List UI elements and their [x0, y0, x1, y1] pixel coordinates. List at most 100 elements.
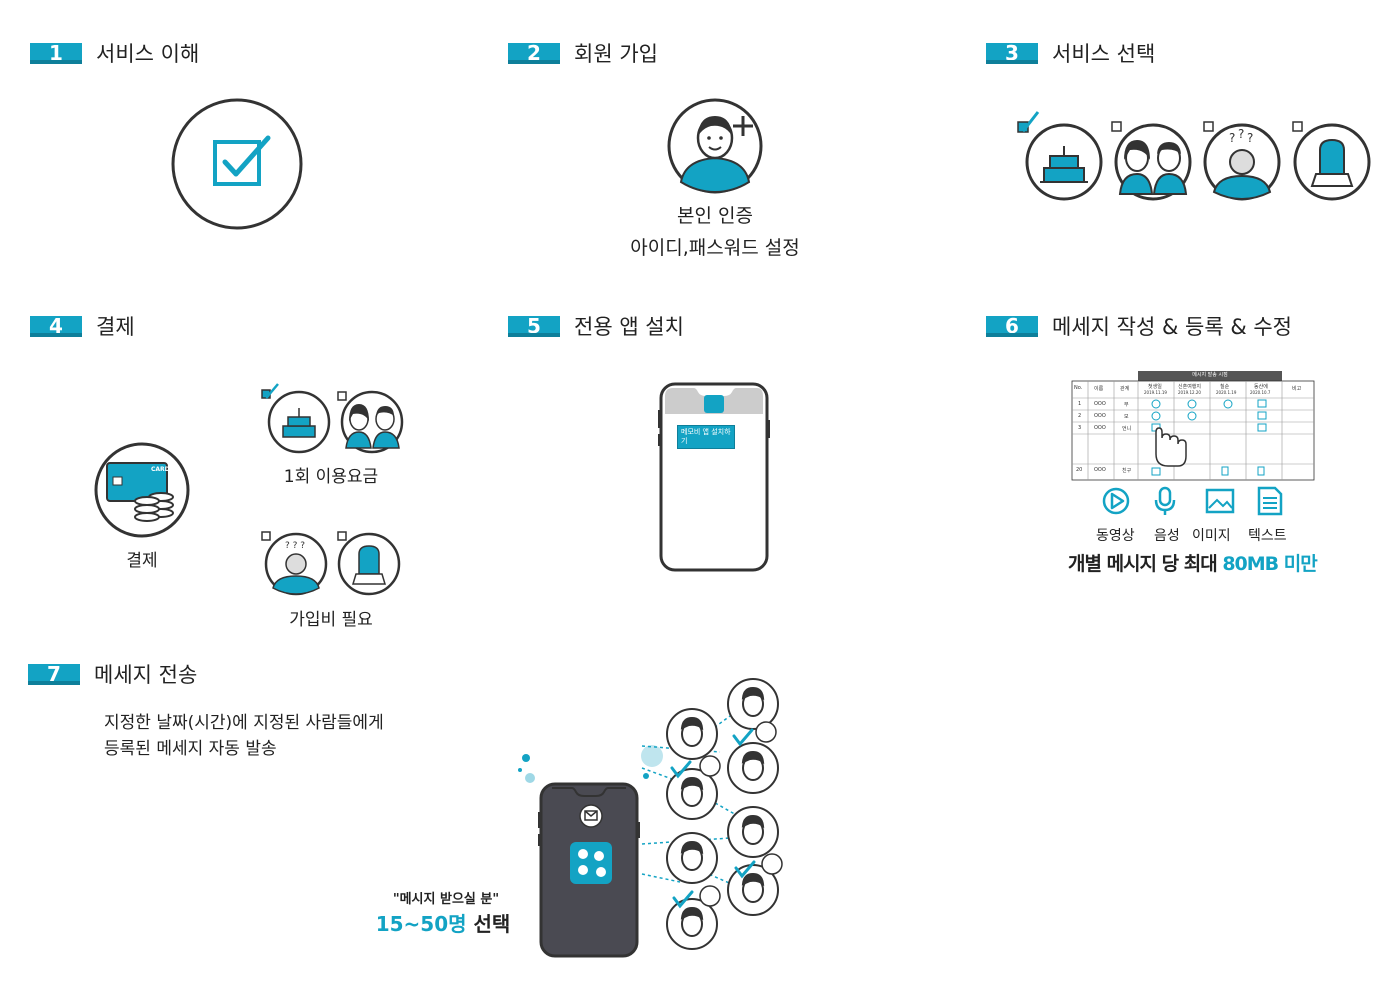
- row-rel: 부: [1124, 402, 1129, 408]
- col-header: 이름: [1094, 386, 1104, 392]
- elder-icon: ? ? ?: [264, 532, 328, 596]
- couple-icon: [1114, 123, 1192, 201]
- row-no: 2: [1078, 413, 1082, 419]
- table-title: 메시지 발송 시점: [1192, 372, 1228, 378]
- row-rel: 모: [1124, 414, 1129, 420]
- person-icon: [666, 768, 718, 820]
- row-name: OOO: [1094, 413, 1106, 419]
- video-icon: [1102, 487, 1130, 515]
- recipients-select-text: 15~50명 선택: [370, 908, 516, 937]
- step-title: 서비스 선택: [1052, 42, 1156, 66]
- step-6-header: 6 메세지 작성 & 등록 & 수정: [986, 311, 1292, 341]
- person-icon: [727, 742, 779, 794]
- step-number: 1: [30, 43, 82, 64]
- person-icon: [666, 832, 718, 884]
- step-7-description: 지정한 날짜(시간)에 지정된 사람들에게 등록된 메세지 자동 발송: [104, 710, 384, 762]
- step-2-caption: 본인 인증 아이디,패스워드 설정: [600, 200, 830, 264]
- col-header: 칠순: [1220, 384, 1230, 390]
- unchecked-box-icon: [261, 531, 271, 541]
- person-icon: [666, 708, 718, 760]
- unchecked-box-icon: [1292, 121, 1303, 132]
- user-add-icon: [667, 98, 763, 194]
- desc-line: 지정한 날짜(시간)에 지정된 사람들에게: [104, 713, 384, 733]
- step-title: 서비스 이해: [96, 42, 200, 66]
- person-icon: [727, 678, 779, 730]
- row-rel: 언니: [1122, 426, 1132, 432]
- couple-icon: [340, 390, 404, 454]
- caption-line: 아이디,패스워드 설정: [630, 237, 800, 259]
- tombstone-icon: [337, 532, 401, 596]
- install-bubble: 메모비 앱 설치하기: [677, 425, 735, 449]
- step-title: 메세지 전송: [94, 663, 198, 687]
- recipients-quote: "메시지 받으실 분": [392, 892, 500, 907]
- unchecked-box-icon: [1111, 121, 1122, 132]
- col-header: 비고: [1292, 386, 1302, 392]
- microphone-icon: [1154, 486, 1176, 515]
- row-name: OOO: [1094, 425, 1106, 431]
- svg-text:?: ?: [1238, 127, 1244, 141]
- person-icon: [727, 864, 779, 916]
- unchecked-box-icon: [1203, 121, 1214, 132]
- payment-card-icon: [94, 442, 190, 538]
- col-header: No.: [1074, 385, 1083, 391]
- date-cell: 2020.10.7: [1250, 390, 1271, 395]
- tombstone-icon: [1293, 123, 1371, 201]
- step-5-header: 5 전용 앱 설치: [508, 311, 684, 341]
- caption-line: 본인 인증: [677, 205, 753, 227]
- recipients-count: 15~50명: [375, 912, 467, 936]
- size-limit-value: 80MB 미만: [1222, 553, 1317, 575]
- col-header: 관계: [1120, 386, 1130, 392]
- cake-icon: [267, 390, 331, 454]
- mail-bubbles: [699, 721, 783, 907]
- service-choices: ? ? ?: [1017, 111, 1371, 201]
- signup-fee-icons: ? ? ?: [261, 531, 401, 596]
- checked-box-icon: [1017, 111, 1040, 133]
- cake-icon: [1025, 123, 1103, 201]
- media-label: 이미지: [1192, 528, 1231, 544]
- media-label: 동영상: [1096, 528, 1135, 544]
- recipients-select-label: 선택: [473, 912, 511, 936]
- step-number: 6: [986, 316, 1038, 337]
- svg-text:? ? ?: ? ? ?: [285, 541, 305, 551]
- step-number: 3: [986, 43, 1038, 64]
- once-fee-icons: [261, 383, 404, 454]
- schedule-table: [1071, 371, 1315, 481]
- step-number: 4: [30, 316, 82, 337]
- date-cell: 2020.1.19: [1216, 390, 1237, 395]
- step-3-header: 3 서비스 선택: [986, 38, 1155, 68]
- svg-text:?: ?: [1247, 131, 1253, 145]
- col-header: 첫생일: [1148, 384, 1162, 390]
- media-icons: [1102, 486, 1283, 516]
- checkbox-circle-icon: [171, 98, 303, 230]
- row-name: OOO: [1094, 401, 1106, 407]
- step-title: 회원 가입: [574, 42, 658, 66]
- payment-label: 결제: [126, 551, 158, 571]
- person-icon: [727, 806, 779, 858]
- step-title: 메세지 작성 & 등록 & 수정: [1052, 315, 1293, 339]
- signup-fee-label: 가입비 필요: [289, 610, 373, 630]
- date-cell: 2019.12.20: [1178, 390, 1201, 395]
- desc-line: 등록된 메세지 자동 발송: [104, 739, 277, 759]
- phone-icon: [658, 382, 770, 572]
- text-document-icon: [1257, 486, 1283, 516]
- size-limit-text: 개별 메시지 당 최대 80MB 미만: [1068, 549, 1328, 576]
- media-label: 음성: [1154, 528, 1180, 544]
- recipients-network: [641, 678, 783, 950]
- step-1-header: 1 서비스 이해: [30, 38, 199, 68]
- table-header: No. 이름 관계 첫생일 신혼여행지 칠순 동산에 비고 2019.11.19…: [1072, 383, 1314, 407]
- svg-text:?: ?: [1229, 131, 1235, 145]
- row-no: 3: [1078, 425, 1082, 431]
- step-number: 5: [508, 316, 560, 337]
- step-2-header: 2 회원 가입: [508, 38, 658, 68]
- step-number: 7: [28, 664, 80, 685]
- row-rel: 친구: [1122, 468, 1132, 474]
- step-7-header: 7 메세지 전송: [28, 659, 197, 689]
- unchecked-box-icon: [337, 391, 347, 401]
- step-title: 결제: [96, 315, 135, 339]
- step-number: 2: [508, 43, 560, 64]
- image-icon: [1205, 488, 1235, 514]
- decorative-dots: [518, 745, 663, 783]
- size-limit-label: 개별 메시지 당 최대: [1068, 553, 1218, 575]
- step-title: 전용 앱 설치: [574, 315, 684, 339]
- row-no: 1: [1078, 401, 1082, 407]
